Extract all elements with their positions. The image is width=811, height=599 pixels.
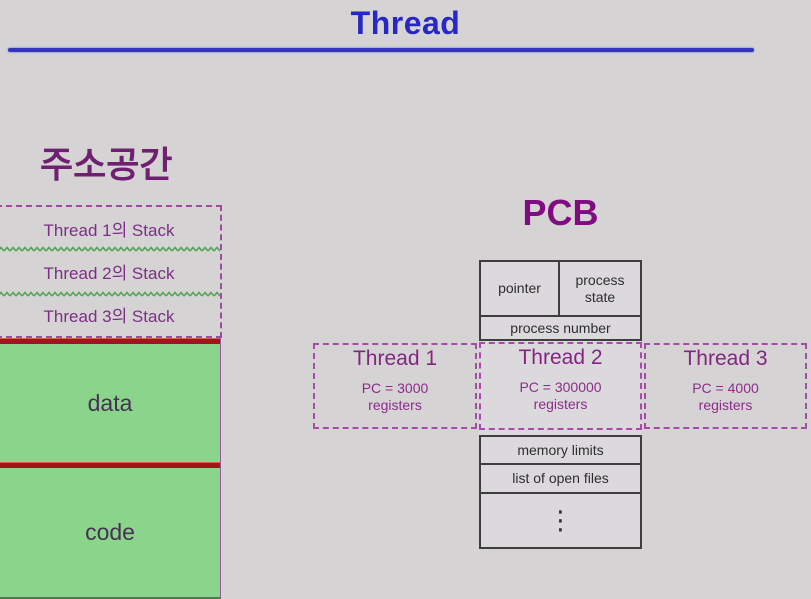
thread3-context-box: Thread 3 PC = 4000 registers [644, 343, 807, 429]
thread1-registers: registers [368, 397, 422, 413]
pcb-cell-process-state: process state [575, 272, 625, 305]
thread2-title: Thread 2 [518, 346, 603, 369]
code-segment: code [0, 462, 221, 599]
zigzag-separator [0, 291, 220, 298]
thread2-registers: registers [533, 396, 588, 412]
thread3-pc: PC = 4000 [692, 380, 759, 396]
address-space-heading: 주소공간 [40, 144, 173, 185]
stack-item-thread3: Thread 3의 Stack [43, 307, 175, 326]
thread1-pc: PC = 3000 [361, 380, 429, 396]
thread2-pc: PC = 300000 [519, 379, 602, 395]
code-segment-label: code [85, 519, 135, 545]
pcb-cell-pointer: pointer [481, 262, 560, 315]
pcb-cell-process-number: process number [481, 315, 640, 339]
thread1-title: Thread 1 [352, 347, 438, 370]
pcb-cell-open-files: list of open files [481, 465, 640, 494]
thread2-context-box: Thread 2 PC = 300000 registers [479, 342, 642, 430]
red-divider-bar [0, 462, 220, 468]
pcb-row-pointer-state: pointer process state [481, 262, 640, 315]
data-segment-label: data [87, 389, 133, 416]
pcb-cell-memory-limits: memory limits [481, 437, 640, 465]
data-segment: data [0, 338, 221, 462]
thread1-context-box: Thread 1 PC = 3000 registers [313, 343, 477, 429]
stack-item-thread2: Thread 2의 Stack [43, 264, 175, 283]
zigzag-separator [0, 246, 220, 253]
pcb-table-bottom: memory limits list of open files ⋮ [479, 435, 642, 549]
title-underline-rule [8, 48, 754, 52]
thread3-title: Thread 3 [683, 347, 768, 370]
pcb-heading: PCB [522, 192, 599, 233]
red-divider-bar [0, 338, 220, 344]
pcb-ellipsis: ⋮ [547, 505, 574, 535]
pcb-thread-register-zone [479, 341, 642, 435]
page-title: Thread [350, 4, 461, 41]
stack-item-thread1: Thread 1의 Stack [43, 221, 175, 240]
thread-stacks-box: Thread 1의 Stack Thread 2의 Stack Thread 3… [0, 205, 222, 338]
thread3-registers: registers [698, 397, 753, 413]
pcb-table-top: pointer process state process number [479, 260, 642, 341]
